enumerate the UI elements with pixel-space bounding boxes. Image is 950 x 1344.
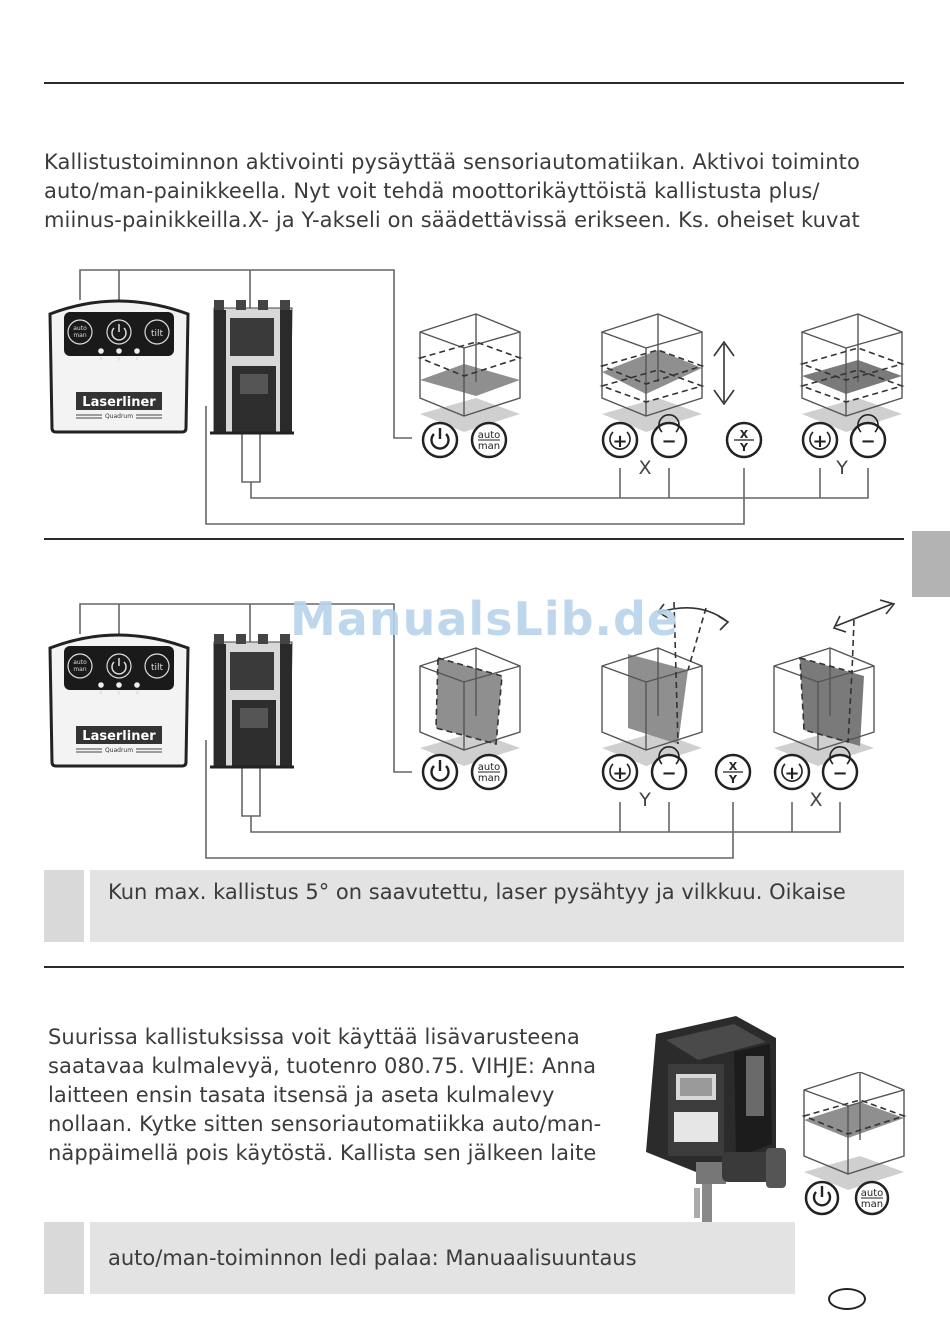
- svg-text:man: man: [478, 773, 500, 784]
- intro-line: miinus-painikkeilla.X- ja Y-akseli on sä…: [44, 208, 860, 232]
- cube-y-tilt: [799, 313, 905, 432]
- svg-text:Laserliner: Laserliner: [82, 395, 156, 410]
- svg-text:y: y: [118, 690, 121, 696]
- svg-text:z: z: [136, 356, 139, 362]
- intro-line: auto/man-painikkeella. Nyt voit tehdä mo…: [44, 179, 820, 203]
- svg-text:auto: auto: [478, 430, 501, 441]
- cube-vertical: [419, 647, 521, 766]
- svg-text:x: x: [100, 356, 103, 362]
- rotate-arc-icon: [656, 603, 730, 631]
- plus-button-y[interactable]: +: [801, 421, 839, 459]
- axis-label-x: X: [638, 457, 651, 479]
- xy-switch-button[interactable]: X Y: [725, 421, 763, 459]
- device-panel: auto man tilt x y z Laserliner Quadrum: [48, 299, 190, 434]
- axis-label-y: Y: [638, 789, 651, 811]
- svg-text:Y: Y: [728, 773, 738, 786]
- cube-x-tilt-vertical: [773, 619, 875, 766]
- plus-button-y[interactable]: +: [601, 753, 639, 791]
- svg-text:−: −: [860, 431, 875, 452]
- minus-button-x[interactable]: −: [821, 746, 859, 791]
- power-button[interactable]: [421, 753, 459, 791]
- tilt-diagram-1: auto man tilt x y z Laserliner Quadrum: [48, 269, 905, 525]
- svg-text:Quadrum: Quadrum: [105, 413, 133, 420]
- top-rule: [44, 82, 904, 84]
- section3-line: laitteen ensin tasata itsensä ja aseta k…: [48, 1083, 555, 1107]
- section3-line: nollaan. Kytke sitten sensoriautomatiikk…: [48, 1112, 602, 1136]
- section-rule-1: [44, 538, 904, 540]
- section-rule-2: [44, 966, 904, 968]
- language-oval-icon: [828, 1288, 866, 1310]
- note-text: Kun max. kallistus 5° on saavutettu, las…: [108, 880, 846, 904]
- section3-line: saatavaa kulmalevyä, tuotenro 080.75. VI…: [48, 1054, 597, 1078]
- intro-paragraph: Kallistustoiminnon aktivointi pysäyttää …: [44, 148, 860, 235]
- angle-plate-paragraph: Suurissa kallistuksissa voit käyttää lis…: [48, 1023, 601, 1168]
- svg-text:−: −: [661, 763, 676, 784]
- axis-label-y: Y: [835, 457, 848, 479]
- note-marker: [44, 1222, 90, 1294]
- svg-text:+: +: [612, 763, 627, 784]
- svg-text:man: man: [478, 441, 500, 452]
- svg-text:Y: Y: [739, 441, 749, 454]
- minus-button-y[interactable]: −: [650, 746, 688, 791]
- chapter-tab: [912, 531, 950, 597]
- note-text: auto/man-toiminnon ledi palaa: Manuaalis…: [108, 1246, 637, 1270]
- auto-man-button[interactable]: auto man: [854, 1180, 890, 1216]
- svg-text:Quadrum: Quadrum: [105, 747, 133, 754]
- axis-label-x: X: [809, 789, 822, 811]
- svg-text:+: +: [612, 431, 627, 452]
- svg-text:X: X: [740, 428, 749, 441]
- watermark: ManualsLib.de: [290, 592, 680, 646]
- up-down-arrow-icon: [713, 340, 735, 406]
- power-button[interactable]: [804, 1180, 840, 1216]
- double-arrow-icon: [832, 599, 896, 633]
- svg-text:tilt: tilt: [151, 663, 164, 673]
- plus-button-x[interactable]: +: [601, 421, 639, 459]
- svg-text:−: −: [661, 431, 676, 452]
- device-panel: auto man tilt x y z Laserliner Quadrum: [48, 633, 190, 768]
- svg-text:+: +: [784, 763, 799, 784]
- svg-text:auto: auto: [861, 1188, 884, 1199]
- section3-line: näppäimellä pois käytöstä. Kallista sen …: [48, 1141, 597, 1165]
- angle-plate-diagram: auto man: [801, 1072, 907, 1216]
- svg-text:+: +: [812, 431, 827, 452]
- laser-unit: [210, 634, 294, 769]
- note-box-max-tilt: Kun max. kallistus 5° on saavutettu, las…: [44, 870, 904, 942]
- section3-line: Suurissa kallistuksissa voit käyttää lis…: [48, 1025, 580, 1049]
- cube-x-tilt: [599, 313, 705, 432]
- svg-text:x: x: [100, 690, 103, 696]
- note-box-led: auto/man-toiminnon ledi palaa: Manuaalis…: [44, 1222, 795, 1294]
- laser-unit: [210, 300, 294, 435]
- laser-on-angle-plate-photo: [626, 1012, 794, 1222]
- svg-text:−: −: [832, 763, 847, 784]
- svg-text:auto: auto: [73, 325, 87, 332]
- svg-text:auto: auto: [478, 762, 501, 773]
- xy-switch-button[interactable]: X Y: [714, 753, 752, 791]
- auto-man-button[interactable]: auto man: [470, 753, 508, 791]
- power-button[interactable]: [421, 421, 459, 459]
- note-marker: [44, 870, 90, 942]
- minus-button-x[interactable]: −: [650, 414, 688, 459]
- svg-text:y: y: [118, 356, 121, 362]
- svg-text:X: X: [729, 760, 738, 773]
- svg-text:man: man: [861, 1199, 883, 1210]
- auto-man-button[interactable]: auto man: [470, 421, 508, 459]
- svg-text:man: man: [73, 332, 87, 339]
- svg-text:man: man: [73, 666, 87, 673]
- svg-text:auto: auto: [73, 659, 87, 666]
- svg-text:tilt: tilt: [151, 329, 164, 339]
- minus-button-y[interactable]: −: [849, 414, 887, 459]
- tilt-diagram-2: auto man tilt x y z Laserliner Quadrum: [48, 599, 896, 859]
- svg-text:z: z: [136, 690, 139, 696]
- intro-line: Kallistustoiminnon aktivointi pysäyttää …: [44, 150, 860, 174]
- plus-button-x[interactable]: +: [773, 753, 811, 791]
- svg-text:Laserliner: Laserliner: [82, 729, 156, 744]
- cube-level: [417, 313, 523, 432]
